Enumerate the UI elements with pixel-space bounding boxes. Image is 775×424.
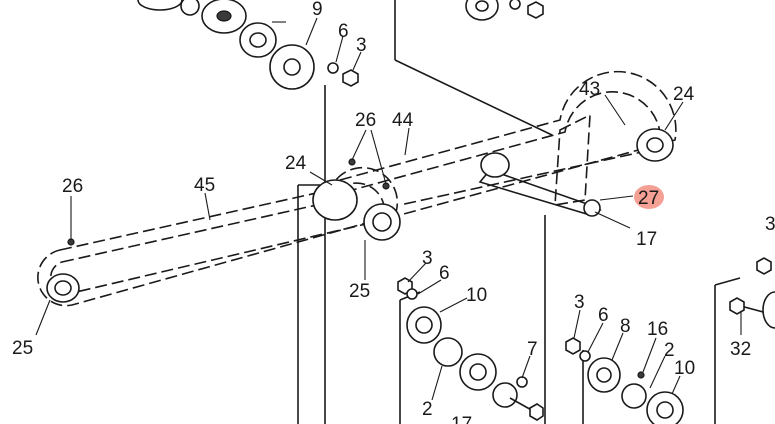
label-43[interactable]: 43: [579, 79, 600, 100]
label-44[interactable]: 44: [392, 110, 414, 131]
label-32[interactable]: 32: [730, 339, 751, 360]
label-7[interactable]: 7: [527, 339, 538, 360]
highlight-marker: [634, 185, 664, 209]
label-27[interactable]: 27: [638, 188, 659, 209]
label-10-lower[interactable]: 10: [466, 285, 487, 306]
label-3-right[interactable]: 3: [574, 292, 585, 313]
frame-lines: [297, 0, 741, 424]
label-6-top[interactable]: 6: [338, 21, 349, 42]
label-24-right[interactable]: 24: [673, 84, 695, 105]
chain-44: [339, 70, 677, 216]
leader-lines: [35, 94, 742, 401]
label-25-center[interactable]: 25: [349, 281, 370, 302]
far-right-hardware: [729, 257, 775, 329]
label-16[interactable]: 16: [647, 319, 668, 340]
sprocket-left: [46, 238, 80, 303]
top-right-hardware: [465, 0, 544, 21]
lower-center-hardware: [397, 277, 544, 421]
label-3-far-right[interactable]: 3: [765, 214, 775, 235]
label-2-lower[interactable]: 2: [422, 399, 433, 420]
label-9[interactable]: 9: [312, 0, 323, 20]
lower-right-hardware: [565, 337, 684, 424]
label-8[interactable]: 8: [620, 316, 631, 337]
label-2-right[interactable]: 2: [664, 340, 675, 361]
label-25-left[interactable]: 25: [12, 338, 33, 359]
callout-labels: 9 6 3 43 24 26 44 24 26 45 27 17 25 25 3…: [12, 0, 775, 424]
label-17-lower[interactable]: 17: [451, 414, 472, 424]
label-6-right[interactable]: 6: [598, 305, 609, 326]
label-26-center[interactable]: 26: [355, 110, 376, 131]
sprocket-right: [478, 113, 674, 217]
label-17-right[interactable]: 17: [636, 229, 657, 250]
sprocket-center: [312, 158, 401, 241]
label-24-center[interactable]: 24: [285, 153, 307, 174]
label-10-right[interactable]: 10: [674, 358, 695, 379]
label-3-top[interactable]: 3: [356, 35, 367, 56]
label-6-lower[interactable]: 6: [439, 263, 450, 284]
label-45[interactable]: 45: [194, 175, 215, 196]
top-left-hardware: [137, 0, 362, 90]
label-26-left[interactable]: 26: [62, 176, 83, 197]
label-3-lower[interactable]: 3: [422, 248, 433, 269]
